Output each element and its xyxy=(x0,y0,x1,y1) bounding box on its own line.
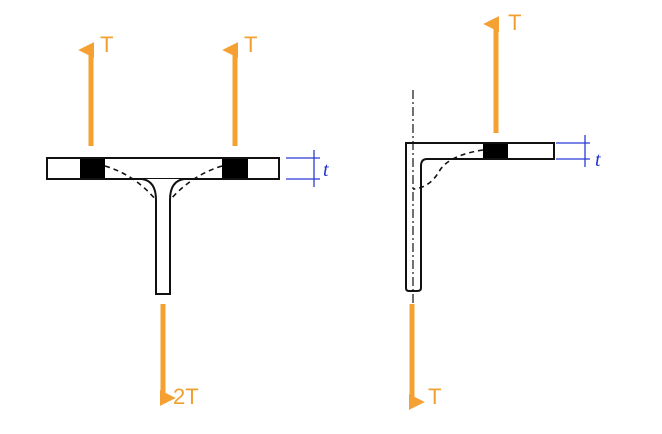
force-left-label: T xyxy=(100,32,113,57)
thickness-dimension xyxy=(556,135,590,167)
weld-block xyxy=(483,144,508,158)
thickness-dimension xyxy=(286,150,320,187)
deformation-curve-left xyxy=(104,165,157,201)
t-web xyxy=(141,178,185,295)
force-right-label: T xyxy=(244,32,257,57)
force-down-label: 2T xyxy=(173,384,199,409)
thickness-label: t xyxy=(595,149,601,171)
l-profile xyxy=(405,142,555,292)
weld-block-left xyxy=(80,159,105,178)
weld-block-right xyxy=(222,159,248,178)
thickness-label: t xyxy=(323,159,329,181)
t-joint: T T 2T t xyxy=(46,32,329,409)
force-down-label: T xyxy=(428,384,441,409)
l-joint: T T t xyxy=(405,10,601,411)
deformation-curve xyxy=(412,149,484,190)
force-up-label: T xyxy=(508,10,521,35)
deformation-curve-right xyxy=(169,165,223,201)
